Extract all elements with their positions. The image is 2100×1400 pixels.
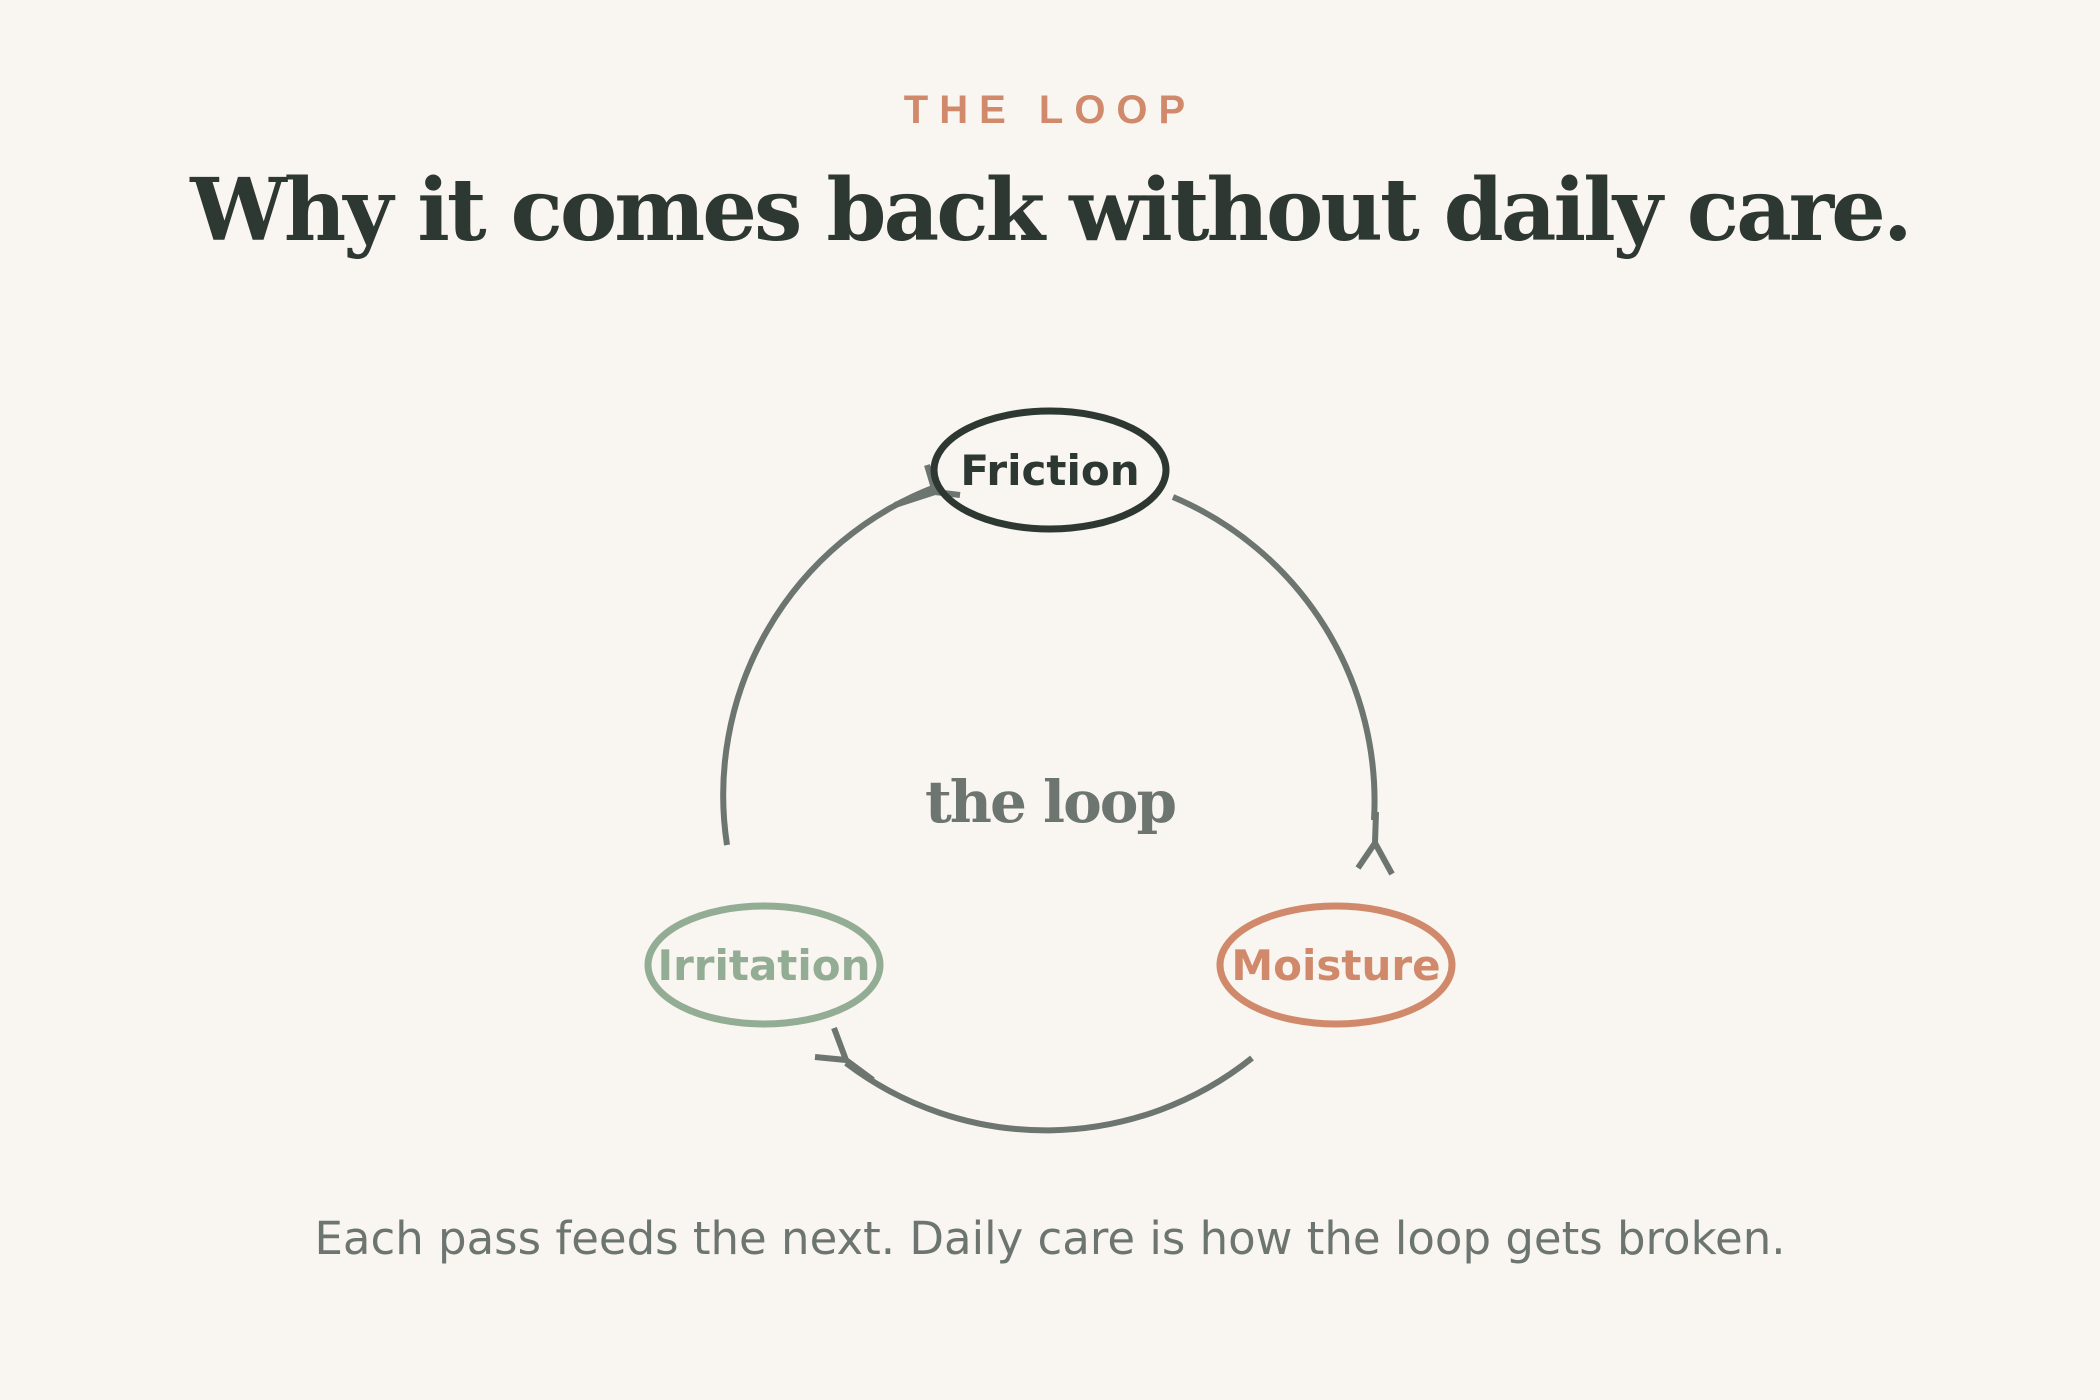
arrowhead-irritation [814, 1026, 875, 1083]
arrow-moisture-to-irritation [844, 1055, 1254, 1134]
node-irritation: Irritation [644, 902, 884, 1028]
eyebrow-label: THE LOOP [903, 88, 1197, 132]
node-irritation-label: Irritation [657, 941, 870, 990]
arrow-friction-to-moisture [1171, 494, 1378, 821]
arrow-irritation-to-friction [720, 484, 937, 846]
footer-caption: Each pass feeds the next. Daily care is … [314, 1212, 1786, 1265]
arrowhead-moisture [1355, 811, 1395, 876]
page-title: Why it comes back without daily care. [190, 160, 1913, 261]
node-friction: Friction [930, 407, 1170, 533]
node-moisture: Moisture [1216, 902, 1456, 1028]
center-label: the loop [925, 768, 1175, 836]
node-moisture-label: Moisture [1231, 941, 1440, 990]
node-friction-label: Friction [960, 446, 1139, 495]
arrowhead-friction [894, 464, 961, 508]
